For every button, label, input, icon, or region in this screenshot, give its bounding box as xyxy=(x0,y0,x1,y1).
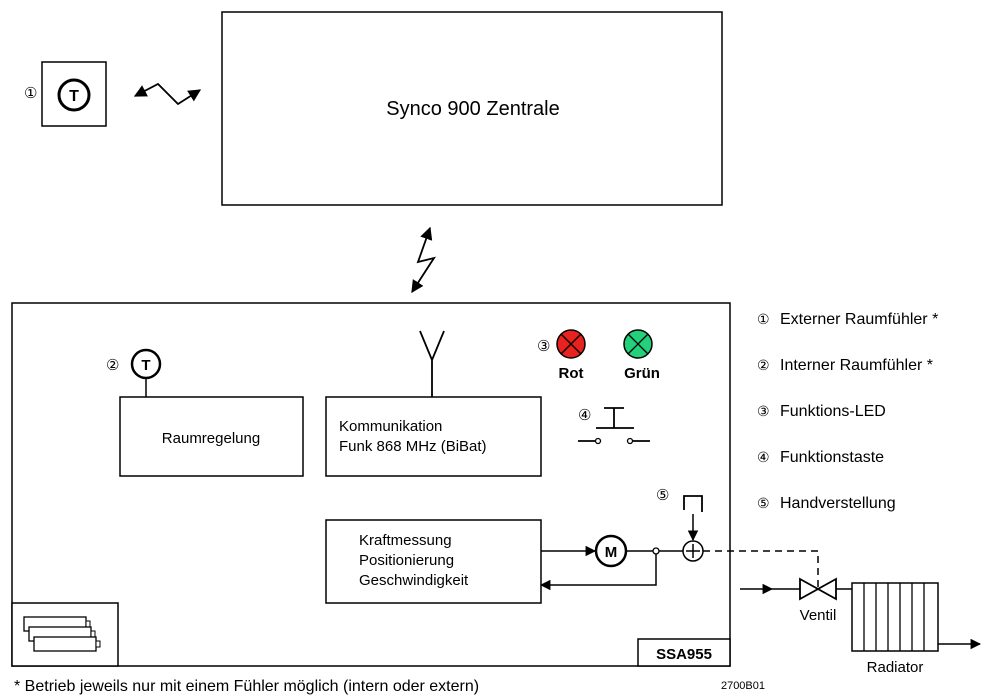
legend-number: ④ xyxy=(757,449,770,465)
central-unit-label: Synco 900 Zentrale xyxy=(386,98,559,120)
manual-adjustment-icon xyxy=(683,495,703,512)
battery-icon xyxy=(23,616,101,652)
device-model: SSA955 xyxy=(656,646,712,663)
communication-label-line1: Kommunikation xyxy=(339,418,442,435)
pushbutton-icon xyxy=(578,407,650,445)
valve-label: Ventil xyxy=(800,607,837,624)
marker-2: ② xyxy=(106,357,119,374)
room-control-label: Raumregelung xyxy=(162,430,260,447)
drive-label-line1: Kraftmessung xyxy=(359,532,452,549)
sensor-symbol: T xyxy=(141,357,150,374)
wireless-link-icon xyxy=(133,82,202,106)
legend-number: ② xyxy=(757,357,770,373)
communication-block xyxy=(325,396,542,477)
green-led-icon xyxy=(623,329,653,359)
communication-label-line2: Funk 868 MHz (BiBat) xyxy=(339,438,487,455)
temperature-sensor-icon xyxy=(57,78,91,112)
footnote: * Betrieb jeweils nur mit einem Fühler m… xyxy=(14,678,479,695)
green-led-label: Grün xyxy=(624,365,660,382)
sensor-symbol: T xyxy=(69,88,79,105)
red-led-label: Rot xyxy=(559,365,584,382)
legend-number: ① xyxy=(757,311,770,327)
radiator-label: Radiator xyxy=(867,659,924,676)
marker-1: ① xyxy=(24,85,37,102)
summing-junction-icon xyxy=(682,540,704,562)
figure-code: 2700B01 xyxy=(721,680,765,692)
marker-5: ⑤ xyxy=(656,487,669,504)
marker-4: ④ xyxy=(578,407,591,424)
legend-text: Funktionstaste xyxy=(780,449,884,466)
room-control-block xyxy=(119,396,304,477)
legend-text: Externer Raumfühler * xyxy=(780,311,938,328)
wireless-link-icon xyxy=(411,226,436,294)
legend-text: Funktions-LED xyxy=(780,403,886,420)
antenna-icon xyxy=(419,330,445,397)
central-unit-box xyxy=(221,11,723,206)
red-led-icon xyxy=(556,329,586,359)
device-box xyxy=(11,302,731,667)
motor-symbol: M xyxy=(605,544,618,561)
legend-text: Interner Raumfühler * xyxy=(780,357,933,374)
radiator-icon xyxy=(851,582,939,652)
drive-label-line3: Geschwindigkeit xyxy=(359,572,469,589)
legend-number: ③ xyxy=(757,403,770,419)
drive-label-line2: Positionierung xyxy=(359,552,454,569)
legend-number: ⑤ xyxy=(757,495,770,511)
drive-block xyxy=(325,519,542,604)
model-tag xyxy=(637,638,731,667)
legend: ① Externer Raumfühler * ② Interner Raumf… xyxy=(757,311,938,512)
legend-text: Handverstellung xyxy=(780,495,896,512)
marker-3: ③ xyxy=(537,338,550,355)
